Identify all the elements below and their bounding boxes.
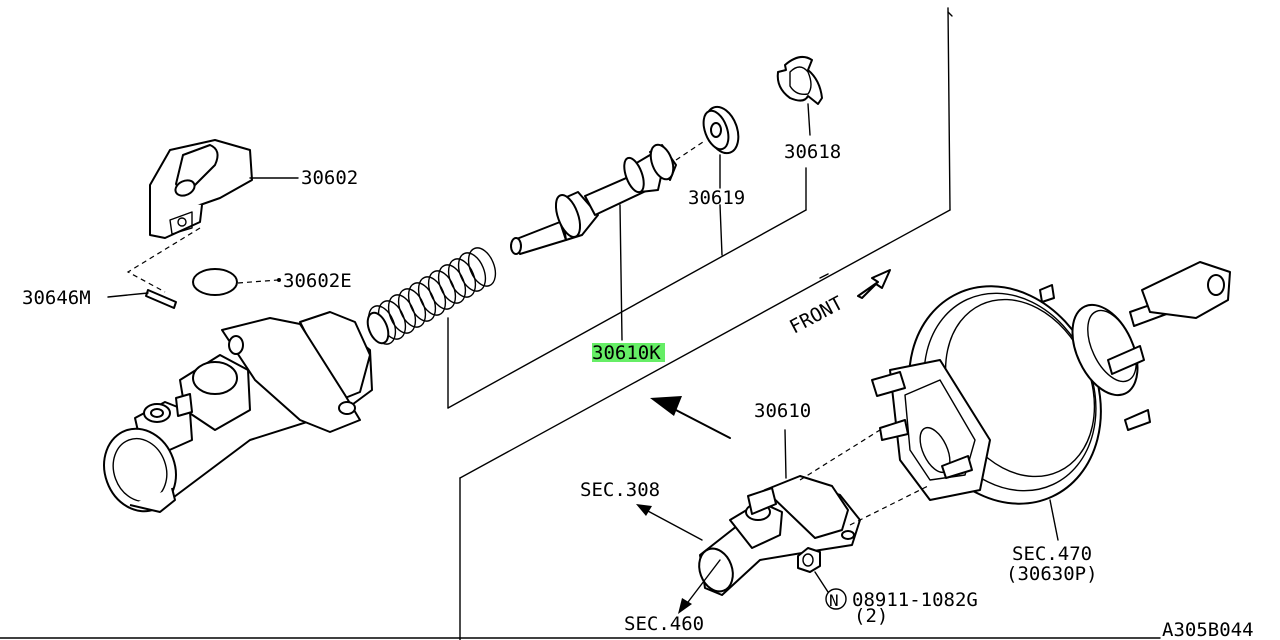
gasket-part[interactable] [192,268,281,296]
reservoir-cap-part[interactable] [149,139,299,239]
highlight-30610K [592,343,665,362]
label-30630P: (30630P) [1006,563,1098,585]
label-sec308[interactable]: SEC.308 [580,479,660,501]
label-30602E: 30602E [283,270,352,292]
spring-part[interactable] [363,244,500,348]
snap-ring-part[interactable] [776,55,823,136]
sec308-arrow [636,504,703,541]
nut-symbol-circle [825,588,847,610]
label-30610: 30610 [754,400,811,422]
master-cylinder-body[interactable] [93,311,373,521]
front-tick [819,273,829,279]
label-sec460[interactable]: SEC.460 [624,613,704,635]
assembly-arrow [650,396,731,439]
label-30619: 30619 [688,187,745,209]
label-08911: 08911-1082G [852,589,978,611]
label-30602: 30602 [301,167,358,189]
pin-part[interactable] [107,289,177,309]
label-30610K[interactable]: 30610K [592,342,661,364]
kit-bracket [447,167,807,409]
master-cylinder-assembly[interactable] [693,429,931,596]
sec460-arrow [678,559,721,614]
diagram-code: A305B044 [1162,619,1254,640]
nut-part[interactable] [797,547,829,593]
front-direction-indicator [857,269,891,299]
piston-rod-part[interactable] [510,139,707,341]
label-30618: 30618 [784,141,841,163]
label-nut-symbol: N [829,591,839,610]
label-sec470[interactable]: SEC.470 [1012,543,1092,565]
frame-lines [0,7,1161,640]
label-qty: (2) [854,605,888,627]
brake-booster[interactable] [871,255,1231,541]
seal-part[interactable] [699,102,744,189]
dashed-leader-cap [126,227,201,293]
label-30646M: 30646M [22,287,91,309]
label-front: FRONT [786,292,847,338]
